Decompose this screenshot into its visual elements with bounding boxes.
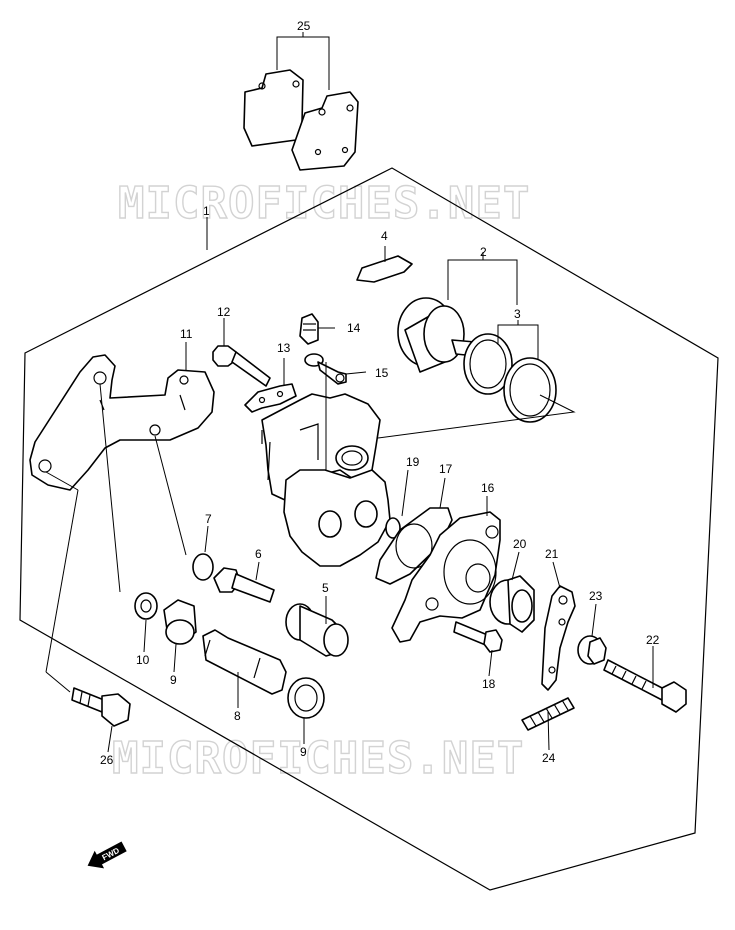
callout-9-second: 9 — [300, 745, 307, 759]
callout-12: 12 — [217, 305, 231, 319]
callout-15: 15 — [375, 366, 389, 380]
caliper-body — [261, 393, 391, 567]
callout-20: 20 — [513, 537, 527, 551]
cap-15 — [304, 353, 347, 385]
callout-21: 21 — [545, 547, 559, 561]
callout-25: 25 — [297, 19, 311, 33]
adjuster-20 — [489, 575, 535, 633]
seals-3 — [463, 333, 557, 423]
callout-18: 18 — [482, 677, 496, 691]
brake-pads — [243, 69, 359, 171]
watermark-bottom: MICROFICHES.NET — [112, 733, 524, 784]
leader-lines — [45, 217, 654, 753]
bushing-9-lower — [287, 677, 325, 719]
callout-26: 26 — [100, 753, 114, 767]
sleeve-8 — [202, 629, 287, 695]
bolt-26 — [71, 687, 131, 727]
callout-14: 14 — [347, 321, 361, 335]
bolt-22 — [603, 659, 687, 713]
callout-1: 1 — [203, 204, 210, 218]
callout-4: 4 — [381, 229, 388, 243]
assembly-outline — [19, 167, 719, 891]
callout-8: 8 — [234, 709, 241, 723]
bolt-12 — [212, 345, 271, 387]
spring-clip-4 — [356, 255, 413, 283]
callout-16: 16 — [481, 481, 495, 495]
callout-3: 3 — [514, 307, 521, 321]
seal-7 — [192, 553, 214, 581]
lever-housing-16 — [391, 511, 501, 643]
callout-17: 17 — [439, 462, 453, 476]
callout-5: 5 — [322, 581, 329, 595]
bolt-18 — [453, 621, 503, 653]
callout-6: 6 — [255, 547, 262, 561]
callout-23: 23 — [589, 589, 603, 603]
callout-22: 22 — [646, 633, 660, 647]
callout-11: 11 — [180, 327, 193, 341]
callout-13: 13 — [277, 341, 291, 355]
callout-labels: 25 1 4 2 12 3 14 11 13 15 19 17 16 7 20 … — [100, 19, 660, 767]
washer-10 — [134, 592, 158, 620]
bleeder-14 — [299, 313, 319, 345]
lever-21 — [541, 585, 576, 691]
callout-2: 2 — [480, 245, 487, 259]
pin-6 — [213, 567, 275, 603]
bushing-9-upper — [163, 599, 197, 645]
piston-2 — [397, 297, 476, 373]
forward-arrow-icon: FWD — [87, 841, 127, 869]
callout-24: 24 — [542, 751, 556, 765]
callout-19: 19 — [406, 455, 420, 469]
caliper-bracket — [29, 354, 215, 491]
callout-7: 7 — [205, 512, 212, 526]
watermark-top: MICROFICHES.NET — [118, 178, 530, 229]
callout-10: 10 — [136, 653, 150, 667]
clip-13 — [244, 383, 297, 413]
o-ring-19 — [385, 517, 401, 539]
boot-5 — [285, 603, 349, 657]
callout-9: 9 — [170, 673, 177, 687]
nut-23 — [577, 635, 607, 665]
